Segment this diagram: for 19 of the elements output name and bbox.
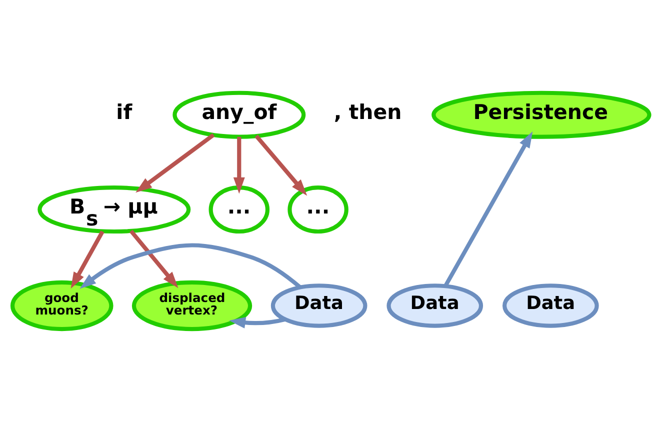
node-ellipse: good muons? [10, 280, 114, 331]
arrow [80, 242, 302, 288]
node-ellipse: Data [386, 283, 484, 328]
arrow [444, 130, 533, 286]
arrow [136, 132, 215, 192]
node-ellipse: displaced vertex? [132, 280, 252, 331]
node-ellipse: ... [208, 185, 270, 234]
node-ellipse: any_of [172, 90, 306, 138]
node-ellipse: Data [270, 283, 368, 328]
arrow [70, 230, 104, 288]
arrow [254, 134, 308, 196]
node-ellipse: ... [288, 185, 348, 234]
label: if [116, 99, 132, 124]
label: , then [334, 99, 402, 124]
node-ellipse: Persistence [432, 90, 652, 138]
arrow [129, 229, 178, 288]
arrow [229, 316, 286, 328]
node-ellipse: Data [502, 283, 599, 328]
arrow [233, 136, 245, 194]
